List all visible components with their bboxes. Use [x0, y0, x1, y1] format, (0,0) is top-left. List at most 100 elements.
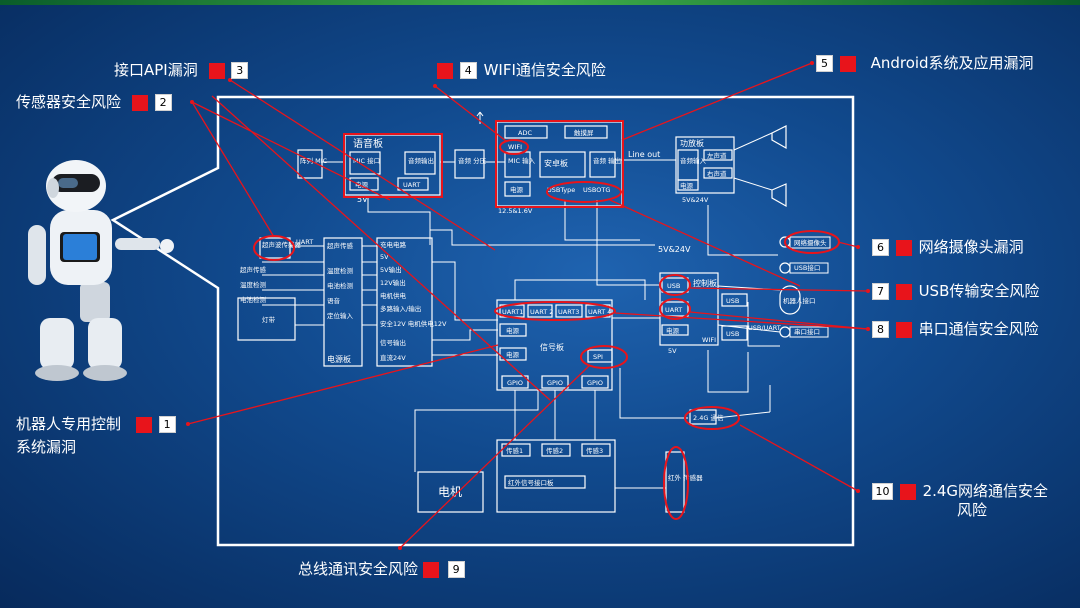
callout-api-num: 3 [231, 62, 249, 79]
power-item-3: 12V输出 [380, 278, 406, 287]
mic-array-label: 阵列 MIC [300, 156, 328, 165]
callout-control-line1: 机器人专用控制 [16, 415, 122, 433]
red-marker [899, 483, 916, 500]
callout-24g: 10 2.4G网络通信安全 [872, 481, 1048, 501]
red-marker [895, 321, 912, 338]
callout-sensor-num: 2 [154, 94, 172, 111]
ctrl-uart-label: UART [665, 306, 682, 314]
signal-power2-label: 电源 [506, 350, 520, 359]
callout-24g-line2: 风险 [957, 501, 988, 519]
motor-label: 电机 [438, 485, 462, 499]
callout-bus: 总线通讯安全风险 9 [298, 559, 465, 579]
power-item-6: 安全12V 电机供电12V [380, 319, 447, 328]
callout-api: 接口API漏洞 3 [114, 60, 249, 80]
callout-usb-text: USB传输安全风险 [918, 282, 1040, 300]
callout-usb-num: 7 [872, 283, 889, 300]
adc-label: ADC [518, 129, 532, 137]
callout-camera: 6 网络摄像头漏洞 [872, 237, 1024, 257]
left-item-0: 超声传感 [240, 265, 267, 274]
ctrl-usb2-label: USB [726, 330, 739, 338]
left-item-2: 电池检测 [240, 295, 267, 304]
callout-24g-num: 10 [872, 483, 893, 500]
left-item-1: 温度检测 [240, 280, 267, 289]
audio-split-label: 音频 分压 [458, 156, 487, 165]
power-item-0: 充电电路 [380, 240, 407, 249]
ctrl-usb-label: USB [667, 282, 680, 290]
red-marker [895, 283, 912, 300]
callout-sensor-text: 传感器安全风险 [16, 93, 122, 111]
callout-android: 5 Android系统及应用漏洞 [816, 53, 1034, 73]
red-marker [839, 55, 856, 72]
mic-if-label: MIC 接口 [353, 156, 380, 165]
amp-power-label: 电源 [680, 181, 694, 190]
sensor3-label: 传感3 [586, 446, 603, 455]
v524-label: 5V&24V [682, 196, 709, 204]
callout-control-second: 系统漏洞 [16, 437, 76, 457]
voice-board-label: 语音板 [353, 137, 383, 150]
callout-sensor: 传感器安全风险 2 [16, 92, 172, 112]
wifi-chip-label: WIFI [508, 143, 522, 151]
power-item-8: 直流24V [380, 353, 406, 362]
ir-board-label: 红外信号接口板 [508, 478, 554, 487]
callout-control: 机器人专用控制 1 [16, 414, 176, 434]
callout-camera-num: 6 [872, 239, 889, 256]
ultra-sensor-label: 超声波传感器 [262, 240, 302, 249]
audio-out2-label: 音频 输出 [593, 156, 621, 165]
power-item-1: 5V [380, 253, 389, 261]
callout-control-line2: 系统漏洞 [16, 438, 77, 456]
ch-r-label: 右声道 [707, 169, 727, 178]
ctrl-wifi-label: WIFI [702, 336, 716, 344]
uart3-label: UART3 [558, 308, 579, 316]
robot-illustration [28, 160, 174, 381]
g24-box-label: 2.4G 通信 [693, 413, 724, 422]
voice-uart-label: UART [403, 181, 420, 189]
power-item-5: 多路输入/输出 [380, 304, 421, 313]
power-item-7: 信号输出 [380, 338, 406, 347]
ctrl-5v-label: 5V [668, 347, 677, 355]
camera-box-label: 网络摄像头 [794, 238, 827, 247]
voice-5v-label: 5V [357, 195, 368, 204]
usbotg-label: USBOTG [583, 186, 610, 194]
callout-bus-text: 总线通讯安全风险 [298, 560, 419, 578]
v12-label: 12.5&1.6V [498, 207, 533, 215]
ctrl-power-label: 电源 [666, 326, 680, 335]
mid-item-3: 语音 [327, 296, 341, 305]
callout-24g-second: 风险 [957, 500, 987, 520]
red-marker [422, 561, 439, 578]
uart-short-label: UART [296, 238, 313, 246]
mid-item-0: 超声传感 [327, 241, 354, 250]
gpio3-label: GPIO [587, 379, 603, 387]
callout-api-text: 接口API漏洞 [114, 61, 198, 79]
uart1-label: UART1 [502, 308, 523, 316]
signal-board-label: 信号板 [540, 342, 564, 352]
mid-item-2: 电池检测 [327, 281, 354, 290]
ctrl-board-label: 控制板 [693, 278, 717, 288]
callout-camera-text: 网络摄像头漏洞 [918, 238, 1024, 256]
side3-label: 串口接口 [794, 327, 820, 336]
callout-serial: 8 串口通信安全风险 [872, 319, 1039, 339]
callout-wifi: 4 WIFI通信安全风险 [437, 60, 606, 80]
side1-label: USB接口 [794, 263, 820, 272]
mid-item-1: 温度检测 [327, 266, 354, 275]
power-item-2: 5V输出 [380, 265, 402, 274]
voice-power-label: 电源 [355, 180, 369, 189]
callout-control-num: 1 [158, 416, 176, 433]
top-accent-bar [0, 0, 1080, 5]
mic-in-label: MIC 输入 [508, 156, 536, 165]
left-box-label: 灯带 [262, 315, 276, 324]
v524b-label: 5V&24V [658, 245, 691, 254]
gpio2-label: GPIO [547, 379, 563, 387]
callout-android-text: Android系统及应用漏洞 [870, 54, 1034, 72]
uart4-label: UART 4 [588, 308, 611, 316]
mid-item-4: 定位输入 [327, 311, 354, 320]
gpio1-label: GPIO [507, 379, 523, 387]
side2-label: 机器人接口 [783, 296, 816, 305]
audio-out-label: 音频输出 [408, 156, 434, 165]
power-item-4: 电机供电 [380, 291, 407, 300]
spi-label: SPI [593, 353, 603, 361]
amp-board-label: 功放板 [680, 138, 704, 148]
ir-sensor-label: 红外 传感器 [668, 473, 703, 482]
usbtypec-label: USBType [547, 186, 575, 194]
usb-port-label: USB/UART [748, 324, 781, 332]
